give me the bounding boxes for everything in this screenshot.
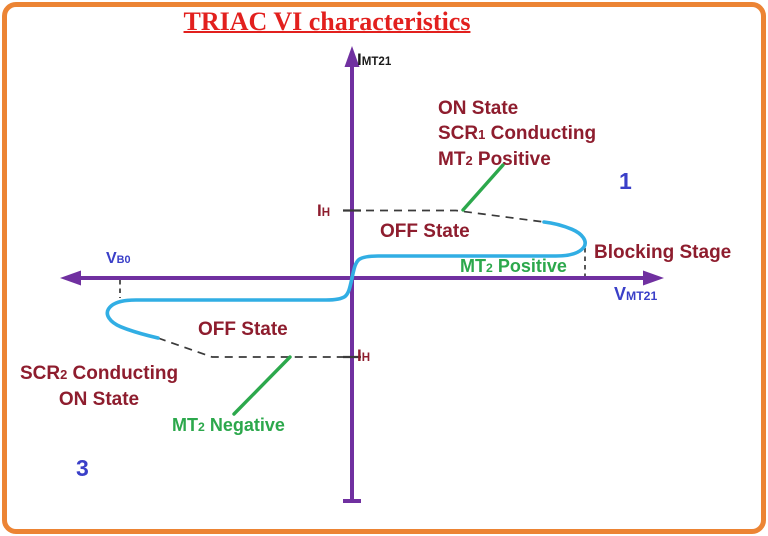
q1-on-state-line: ON State <box>438 98 519 119</box>
y-axis-arrowhead <box>344 46 360 67</box>
holding-dash-q3 <box>157 337 350 358</box>
q3-on-state-line: ON State <box>58 389 140 410</box>
q3-scr2-post: Conducting <box>67 363 179 384</box>
q3-on-state-annotation: SCR2 Conducting ON State <box>10 361 188 412</box>
x-axis-right-arrowhead <box>643 270 664 286</box>
y-axis-label-sub: MT21 <box>361 56 392 68</box>
ih-lower-sub: H <box>361 352 371 364</box>
y-axis-label-main: I <box>357 50 362 69</box>
holding-current-upper-label: IH <box>317 201 330 221</box>
q1-mt2-sub: 2 <box>465 153 473 168</box>
breakover-voltage-label: VB0 <box>106 249 131 268</box>
q3-mt2g-sub: 2 <box>198 420 205 434</box>
breakover-sub: B0 <box>116 254 131 266</box>
q1-mt2-pre: MT <box>438 149 466 170</box>
q3-mt2g-pre: MT <box>172 415 198 435</box>
quadrant-3-number: 3 <box>76 455 89 481</box>
vi-curve-quadrant3 <box>105 276 354 340</box>
x-axis-label: VMT21 <box>614 284 657 306</box>
q1-mt2-positive-label: MT2 Positive <box>460 256 567 278</box>
q1-scr1-sub: 1 <box>478 127 486 142</box>
q3-mt2-negative-label: MT2 Negative <box>172 415 285 437</box>
q3-scr2-pre: SCR <box>19 363 61 384</box>
holding-current-lower-label: IH <box>357 346 370 366</box>
q1-mt2-line: MT2 Positive <box>438 147 596 173</box>
q3-off-state-label: OFF State <box>198 319 288 340</box>
x-axis-left-arrowhead <box>60 270 81 286</box>
blocking-stage-label: Blocking Stage <box>594 242 732 263</box>
q1-off-state-label: OFF State <box>380 221 470 242</box>
q3-scr2-line: SCR2 Conducting <box>10 361 188 387</box>
pointer-line-mt2-negative <box>232 355 292 416</box>
holding-dash-q1 <box>352 209 545 223</box>
ih-lower-main: I <box>357 346 362 365</box>
ih-upper-sub: H <box>321 207 331 219</box>
q1-mt2g-sub: 2 <box>486 261 493 275</box>
q1-scr1-pre: SCR <box>438 123 479 144</box>
q3-scr2-sub: 2 <box>60 367 68 382</box>
q1-mt2-post: Positive <box>472 149 551 170</box>
vi-curve-quadrant1 <box>350 220 587 280</box>
q1-mt2g-post: Positive <box>492 256 567 276</box>
page-title: TRIAC VI characteristics <box>183 7 471 36</box>
x-axis-label-sub: MT21 <box>626 289 658 303</box>
quadrant-1-number: 1 <box>619 168 632 194</box>
ih-upper-main: I <box>317 201 322 220</box>
q1-scr1-line: SCR1 Conducting <box>438 121 596 147</box>
pointer-line-mt2-positive <box>461 163 505 212</box>
q1-on-state-annotation: ON State SCR1 Conducting MT2 Positive <box>438 96 596 173</box>
q1-mt2g-pre: MT <box>460 256 486 276</box>
y-axis-label: IMT21 <box>357 50 391 70</box>
q1-scr1-post: Conducting <box>485 123 597 144</box>
q3-mt2g-post: Negative <box>204 415 285 435</box>
breakover-main: V <box>106 250 117 267</box>
x-axis-label-main: V <box>614 284 627 304</box>
